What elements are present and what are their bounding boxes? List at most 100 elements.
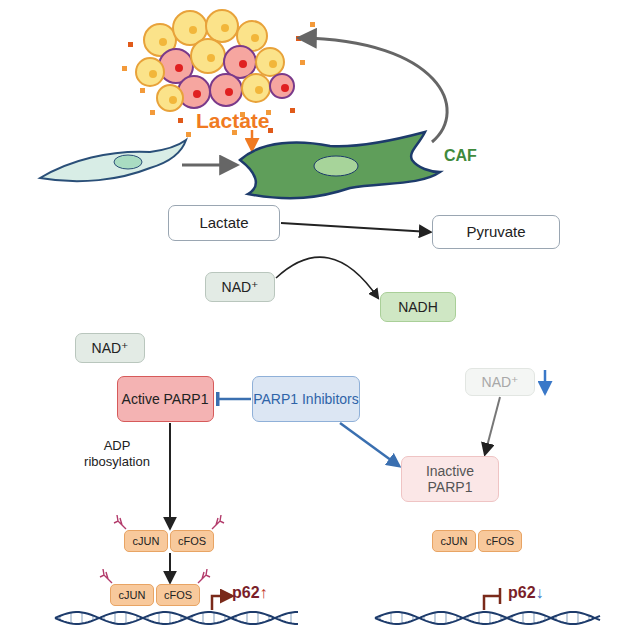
tumor-cell xyxy=(191,39,225,73)
transcription-factor: cFOS xyxy=(156,584,200,606)
node-text: cFOS xyxy=(486,535,514,548)
adp-ribose xyxy=(100,569,112,583)
cell-label: CAF xyxy=(444,146,477,165)
transcription-factor: cJUN xyxy=(124,530,168,552)
node-text: cFOS xyxy=(164,589,192,602)
lactate-square xyxy=(186,132,191,137)
dna-rung xyxy=(114,613,115,624)
lactate-square xyxy=(128,42,133,47)
lactate-square xyxy=(300,60,305,65)
lactate-square xyxy=(310,22,315,27)
lactate-square xyxy=(178,118,183,123)
cell-dot xyxy=(149,70,157,78)
enzyme-box: Inactive PARP1 xyxy=(401,456,499,502)
dna-rung xyxy=(390,613,391,624)
cell-dot xyxy=(281,84,289,92)
dna-rung xyxy=(213,612,214,623)
dna-rung xyxy=(202,613,203,624)
node-text: NAD⁺ xyxy=(92,340,129,356)
dna-rung xyxy=(533,612,534,623)
lactate-square xyxy=(150,110,155,115)
dna-strand xyxy=(55,612,298,624)
feedback-arrow xyxy=(300,38,447,142)
cofactor-box: NAD⁺ xyxy=(205,272,275,302)
adp-ribose xyxy=(198,569,210,583)
transcription-factor: cFOS xyxy=(170,530,214,552)
dna-strand xyxy=(375,612,600,624)
tumor-cell xyxy=(256,48,284,76)
cell-dot xyxy=(251,34,259,42)
dna-rung xyxy=(158,613,159,624)
node-text: cJUN xyxy=(119,589,146,602)
cell-dot xyxy=(169,96,177,104)
transcription-factor: cFOS xyxy=(478,530,522,552)
cell-dot xyxy=(207,54,215,62)
fibroblast xyxy=(40,140,186,181)
connector-arrow xyxy=(169,553,171,582)
dna-strand xyxy=(375,612,600,624)
cell-dot xyxy=(225,88,233,96)
caf-nucleus xyxy=(314,156,358,176)
lactate-squares xyxy=(122,22,315,137)
transcription-factor: cJUN xyxy=(432,530,476,552)
lactate-label: Lactate xyxy=(196,108,270,133)
cell-dot xyxy=(221,24,229,32)
activation-arrow xyxy=(182,164,236,167)
cell-dot xyxy=(239,60,247,68)
node-text: cFOS xyxy=(178,535,206,548)
lactate-square xyxy=(290,108,295,113)
tumor-cluster xyxy=(136,10,294,111)
dna-rung xyxy=(489,612,490,623)
adp-ribose xyxy=(114,515,126,529)
decrease-arrow xyxy=(544,370,547,393)
caf-cell xyxy=(240,132,440,198)
connector-arrow xyxy=(485,397,500,454)
connector-arrow xyxy=(169,423,171,528)
node-text: NAD⁺ xyxy=(482,374,519,390)
cell-dot xyxy=(189,26,197,34)
tumor-cell xyxy=(157,85,183,111)
node-text: cJUN xyxy=(441,535,468,548)
dna-rung xyxy=(522,613,523,624)
dna-rung xyxy=(169,612,170,623)
tumor-cell xyxy=(210,74,242,106)
connector-arrow xyxy=(340,423,399,466)
dna-rung xyxy=(478,613,479,624)
promoter-arrow xyxy=(212,596,232,610)
cofactor-box: NADH xyxy=(380,292,456,322)
gene-label: p62↓ xyxy=(508,583,544,602)
fibroblast-nucleus xyxy=(114,155,142,169)
dna-rung xyxy=(81,612,82,623)
tumor-cell xyxy=(136,58,164,86)
cell-dot xyxy=(269,60,277,68)
tumor-cell xyxy=(224,46,256,78)
dna-rung xyxy=(70,613,71,624)
lactate-square xyxy=(140,88,145,93)
adp-ribose xyxy=(212,515,224,529)
dna-rung xyxy=(577,612,578,623)
node-text: Pyruvate xyxy=(466,223,525,240)
cofactor-box: NAD⁺ xyxy=(465,368,535,396)
lactate-arrow xyxy=(251,130,254,150)
tumor-cell xyxy=(206,10,238,42)
cell-dot xyxy=(255,86,263,94)
cell-dot xyxy=(193,90,201,98)
cell-dot xyxy=(159,38,167,46)
dna-rung xyxy=(445,612,446,623)
dna-rung xyxy=(246,613,247,624)
tumor-cell xyxy=(242,74,270,102)
process-label: ADP ribosylation xyxy=(78,438,156,469)
connector-arrow xyxy=(281,223,430,232)
blocked-promoter xyxy=(484,588,500,610)
node-text: Inactive PARP1 xyxy=(402,463,498,495)
dna-rung xyxy=(434,613,435,624)
transcription-factor: cJUN xyxy=(110,584,154,606)
cofactor-box: NAD⁺ xyxy=(75,333,145,363)
dna-rung xyxy=(290,613,291,624)
dna-rung xyxy=(401,612,402,623)
node-text: PARP1 Inhibitors xyxy=(253,391,359,407)
dna-strand xyxy=(55,612,298,624)
lactate-square xyxy=(122,66,127,71)
